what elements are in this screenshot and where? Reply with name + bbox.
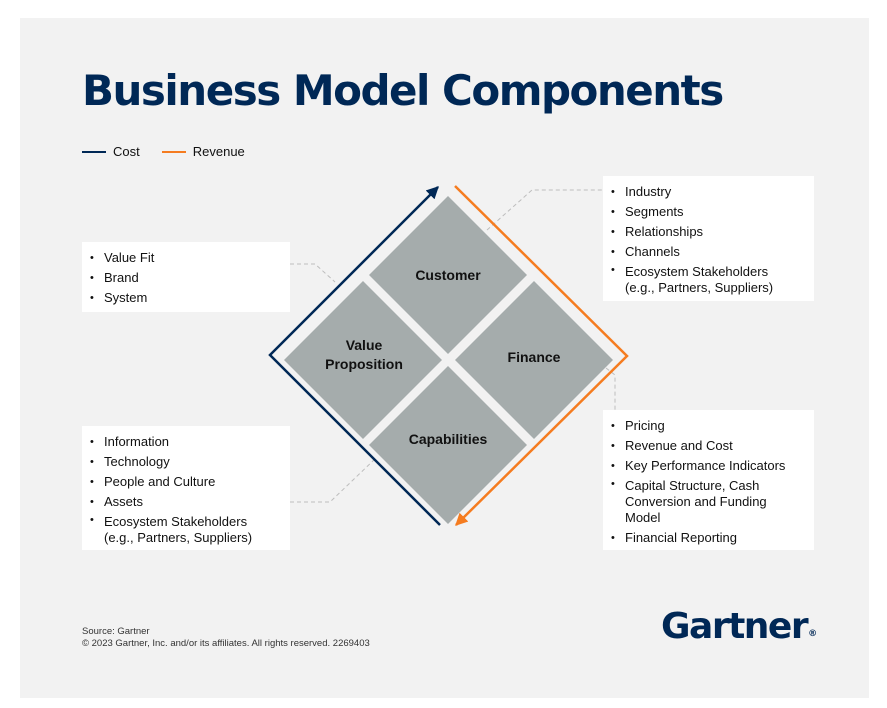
list-item: Industry [611,182,804,202]
registered-mark: ® [808,629,818,639]
gartner-logo: Gartner® [661,606,817,647]
list-item: Financial Reporting [611,528,804,548]
list-item-text: Ecosystem Stakeholders [104,514,248,529]
value-details-box: Value Fit Brand System [82,242,290,312]
copyright-text: © 2023 Gartner, Inc. and/or its affiliat… [82,638,370,649]
list-item-text: Ecosystem Stakeholders [625,264,769,279]
list-item: Segments [611,202,804,222]
label-value-line1: Value [346,337,383,353]
list-item: System [90,288,280,308]
tile-value-proposition [284,281,442,439]
tile-capabilities [369,366,527,524]
label-value-line2: Proposition [325,356,403,372]
list-item: Channels [611,242,804,262]
list-item: Value Fit [90,248,280,268]
list-item-subtext: Conversion and Funding [625,494,767,509]
source-text: Source: Gartner [82,626,150,637]
list-item: Ecosystem Stakeholders (e.g., Partners, … [90,512,280,548]
cost-arrow [268,186,441,526]
list-item: Information [90,432,280,452]
legend-cost-label: Cost [113,144,140,159]
page-title: Business Model Components [82,66,724,115]
capabilities-details-box: Information Technology People and Cultur… [82,426,290,550]
list-item: Key Performance Indicators [611,456,804,476]
source-note: Source: Gartner © 2023 Gartner, Inc. and… [82,626,370,650]
list-item: Capital Structure, Cash Conversion and F… [611,476,804,528]
list-item: Brand [90,268,280,288]
list-item: Assets [90,492,280,512]
cost-line-swatch [82,150,106,153]
list-item: Ecosystem Stakeholders (e.g., Partners, … [611,262,804,298]
label-finance: Finance [508,349,561,365]
background-panel [20,18,869,698]
list-item: Pricing [611,416,804,436]
label-capabilities: Capabilities [409,431,488,447]
tile-customer [369,196,527,354]
tile-finance [455,281,613,439]
list-item: Technology [90,452,280,472]
list-item-subtext: (e.g., Partners, Suppliers) [104,530,253,545]
connector-value [290,263,336,283]
legend-revenue-label: Revenue [192,144,245,159]
list-item: Revenue and Cost [611,436,804,456]
list-item-text: Capital Structure, Cash [625,478,760,493]
legend: Cost Revenue [82,144,267,159]
connector-capabilities [290,457,377,503]
list-item-subtext: Model [625,510,661,525]
customer-details-box: Industry Segments Relationships Channels… [603,176,814,301]
list-item: Relationships [611,222,804,242]
connector-finance [605,367,616,410]
finance-details-box: Pricing Revenue and Cost Key Performance… [603,410,814,550]
list-item-subtext: (e.g., Partners, Suppliers) [625,280,774,295]
legend-revenue: Revenue [161,144,245,159]
legend-cost: Cost [82,144,140,159]
list-item: People and Culture [90,472,280,492]
logo-text: Gartner [661,606,809,647]
revenue-line-swatch [161,150,186,153]
label-customer: Customer [415,267,481,283]
connector-customer [486,189,602,231]
revenue-arrow [454,185,629,526]
